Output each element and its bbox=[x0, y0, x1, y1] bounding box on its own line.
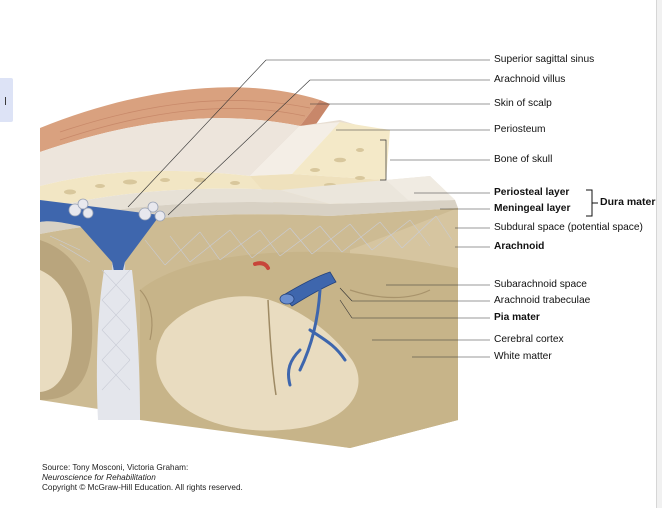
right-white-matter bbox=[156, 296, 359, 431]
periosteum-side bbox=[250, 122, 340, 176]
sulcus bbox=[267, 299, 277, 396]
label-periosteum: Periosteum bbox=[494, 124, 546, 135]
label-arachnoid-trabeculae: Arachnoid trabeculae bbox=[494, 295, 591, 306]
side-tab[interactable] bbox=[0, 78, 13, 122]
label-bone-of-skull: Bone of skull bbox=[494, 154, 553, 165]
dura-bracket bbox=[586, 189, 598, 217]
copyright-line: Copyright © McGraw-Hill Education. All r… bbox=[42, 483, 243, 492]
periosteum bbox=[40, 118, 300, 186]
sagittal-sinus bbox=[40, 200, 160, 290]
right-gyrus-fold bbox=[349, 289, 431, 299]
artery bbox=[253, 261, 270, 270]
side-tab-mark bbox=[5, 97, 6, 105]
source-credit: Source: Tony Mosconi, Victoria Graham: N… bbox=[42, 463, 243, 493]
scrollbar-track[interactable] bbox=[656, 0, 662, 508]
arachnoid-villi bbox=[68, 198, 166, 222]
left-white-matter bbox=[40, 270, 72, 392]
dura-periosteal bbox=[40, 188, 330, 222]
label-cerebral-cortex: Cerebral cortex bbox=[494, 334, 564, 345]
dura-step bbox=[386, 176, 455, 200]
label-arachnoid: Arachnoid bbox=[494, 241, 545, 252]
inner-fold bbox=[139, 289, 153, 341]
label-dura-mater: Dura mater bbox=[600, 196, 656, 208]
vein-main bbox=[281, 271, 337, 307]
arachnoid-web bbox=[49, 215, 453, 391]
label-meningeal-layer: Meningeal layer bbox=[494, 203, 571, 214]
label-subdural-space: Subdural space (potential space) bbox=[494, 222, 643, 233]
scalp-skin-stripes bbox=[59, 100, 311, 141]
source-book-title: Neuroscience for Rehabilitation bbox=[42, 473, 156, 482]
label-white-matter: White matter bbox=[494, 351, 552, 362]
label-subarachnoid-space: Subarachnoid space bbox=[494, 279, 587, 290]
label-pia-mater: Pia mater bbox=[494, 312, 540, 323]
vein-branches bbox=[286, 288, 347, 387]
label-superior-sagittal-sinus: Superior sagittal sinus bbox=[494, 54, 595, 65]
bone-bracket bbox=[380, 139, 387, 181]
falx-cerebri bbox=[96, 270, 140, 420]
skull-bone bbox=[40, 170, 280, 210]
label-skin-of-scalp: Skin of scalp bbox=[494, 98, 552, 109]
label-periosteal-layer: Periosteal layer bbox=[494, 187, 570, 198]
source-line: Source: Tony Mosconi, Victoria Graham: bbox=[42, 463, 189, 472]
label-arachnoid-villus: Arachnoid villus bbox=[494, 74, 566, 85]
vein-opening bbox=[279, 293, 295, 305]
skull-bone-top bbox=[292, 122, 390, 180]
scalp-skin-side bbox=[300, 100, 330, 130]
leader-lines bbox=[127, 59, 490, 358]
scalp-skin bbox=[40, 87, 320, 152]
